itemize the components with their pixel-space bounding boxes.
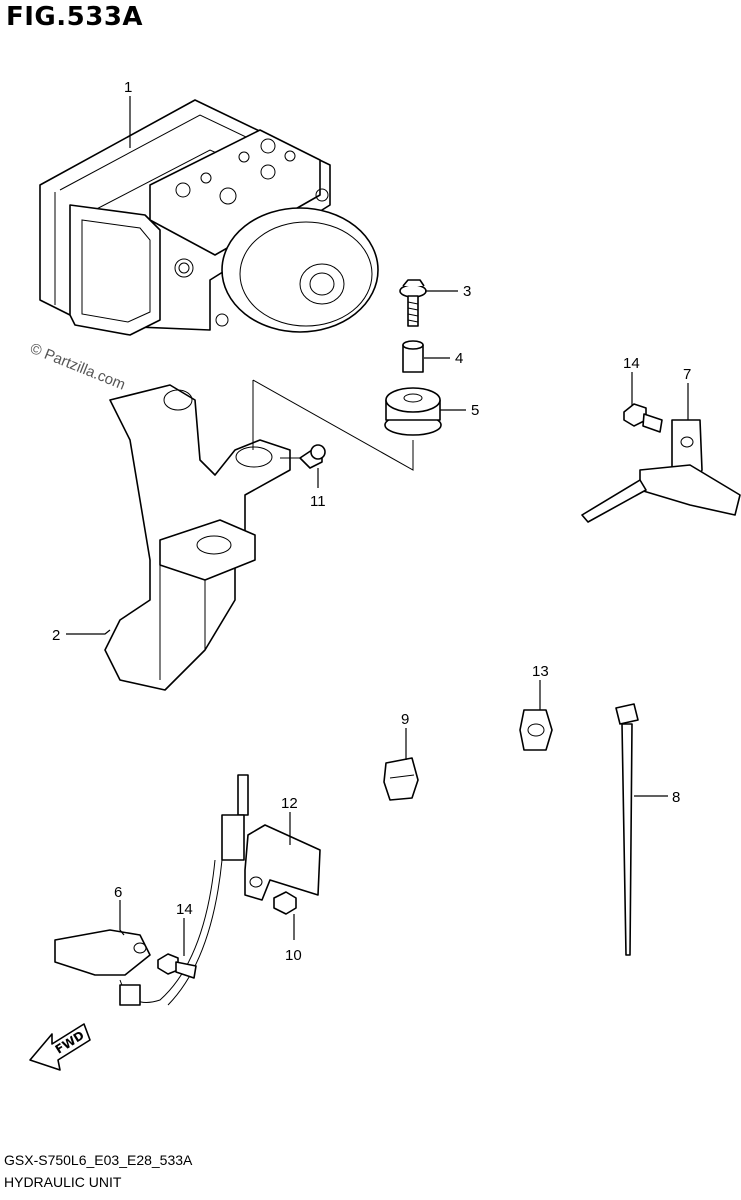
leader-lines	[66, 96, 689, 956]
bolt-11-drawing	[299, 444, 326, 469]
callout-2: 2	[52, 627, 60, 644]
callout-5: 5	[471, 402, 479, 419]
clamp-9-drawing	[383, 757, 419, 801]
bracket-drawing	[104, 384, 291, 691]
callout-4: 4	[455, 350, 463, 367]
bolt-14-upper-drawing	[623, 403, 663, 433]
figure-title: FIG.533A	[6, 2, 144, 32]
assembly-line	[252, 379, 414, 471]
cable-tie-8-drawing	[615, 703, 639, 956]
forward-direction-arrow: FWD	[29, 1023, 91, 1071]
callout-8: 8	[672, 789, 680, 806]
figure-name: HYDRAULIC UNIT	[4, 1174, 122, 1190]
figure-code: GSX-S750L6_E03_E28_533A	[4, 1152, 193, 1168]
spacer-4-drawing	[402, 340, 424, 373]
callout-11: 11	[310, 493, 326, 510]
callout-13: 13	[532, 663, 549, 680]
rear-wheel-speed-sensor-drawing	[581, 419, 741, 523]
callout-7: 7	[683, 366, 691, 383]
callout-14-upper: 14	[623, 355, 640, 372]
callout-labels: 1 2 3 4 5 6 7 8 9 10 11 12 13 14 14	[52, 79, 691, 964]
callout-3: 3	[463, 283, 471, 300]
callout-9: 9	[401, 711, 409, 728]
sensor-bracket-12-drawing	[244, 824, 321, 901]
bolt-10-drawing	[273, 891, 297, 915]
bolt-14-lower-drawing	[157, 953, 197, 979]
bolt-3-drawing	[399, 279, 427, 327]
front-wheel-speed-sensor-drawing	[54, 774, 249, 1006]
callout-14-lower: 14	[176, 901, 193, 918]
callout-6: 6	[114, 884, 122, 901]
callout-1: 1	[124, 79, 132, 96]
clamp-13-drawing	[519, 709, 553, 751]
hydraulic-unit-drawing	[39, 99, 379, 336]
callout-12: 12	[281, 795, 298, 812]
callout-10: 10	[285, 947, 302, 964]
cushion-5-drawing	[384, 387, 442, 436]
